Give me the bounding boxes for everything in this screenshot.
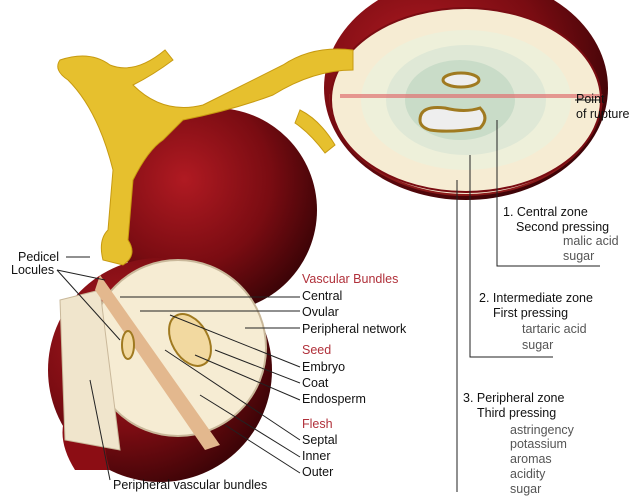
zone-3-component: aromas bbox=[510, 452, 552, 466]
label-embryo: Embryo bbox=[302, 360, 346, 374]
rupture-label: of rupture bbox=[576, 107, 630, 121]
zone-3-component: sugar bbox=[510, 482, 542, 496]
flesh-heading: Flesh bbox=[302, 417, 333, 431]
zone-3-component: potassium bbox=[510, 437, 567, 451]
label-central: Central bbox=[302, 289, 343, 303]
cut-grape-bottom bbox=[48, 258, 272, 482]
zone-1-component: sugar bbox=[563, 249, 595, 263]
zone-3-pressing: Third pressing bbox=[477, 406, 557, 420]
zone-1-title: 1. Central zone bbox=[503, 205, 588, 219]
cut-grape-top bbox=[324, 0, 608, 200]
zone-2-pressing: First pressing bbox=[493, 306, 569, 320]
label-endosperm: Endosperm bbox=[302, 392, 366, 406]
peripheral-vascular-bundles-label: Peripheral vascular bundles bbox=[113, 478, 268, 492]
seed-heading: Seed bbox=[302, 343, 332, 357]
vascular-bundles-heading: Vascular Bundles bbox=[302, 272, 399, 286]
label-septal: Septal bbox=[302, 433, 338, 447]
label-ovular: Ovular bbox=[302, 305, 339, 319]
label-outer: Outer bbox=[302, 465, 334, 479]
label-coat: Coat bbox=[302, 376, 329, 390]
zone-2-component: sugar bbox=[522, 338, 554, 352]
label-peripheral-network: Peripheral network bbox=[302, 322, 407, 336]
zone-1-pressing: Second pressing bbox=[516, 220, 610, 234]
point-label: Point bbox=[576, 92, 605, 106]
zone-3-component: acidity bbox=[510, 467, 546, 481]
zone-3-title: 3. Peripheral zone bbox=[463, 391, 565, 405]
zone-3-component: astringency bbox=[510, 423, 574, 437]
locules-label: Locules bbox=[11, 263, 55, 277]
label-inner: Inner bbox=[302, 449, 331, 463]
zone-2-component: tartaric acid bbox=[522, 322, 587, 336]
zone-1-component: malic acid bbox=[563, 234, 619, 248]
stem bbox=[57, 48, 354, 266]
zone-2-title: 2. Intermediate zone bbox=[479, 291, 593, 305]
leader-lines bbox=[56, 99, 600, 492]
pedicel-label: Pedicel bbox=[18, 250, 59, 264]
